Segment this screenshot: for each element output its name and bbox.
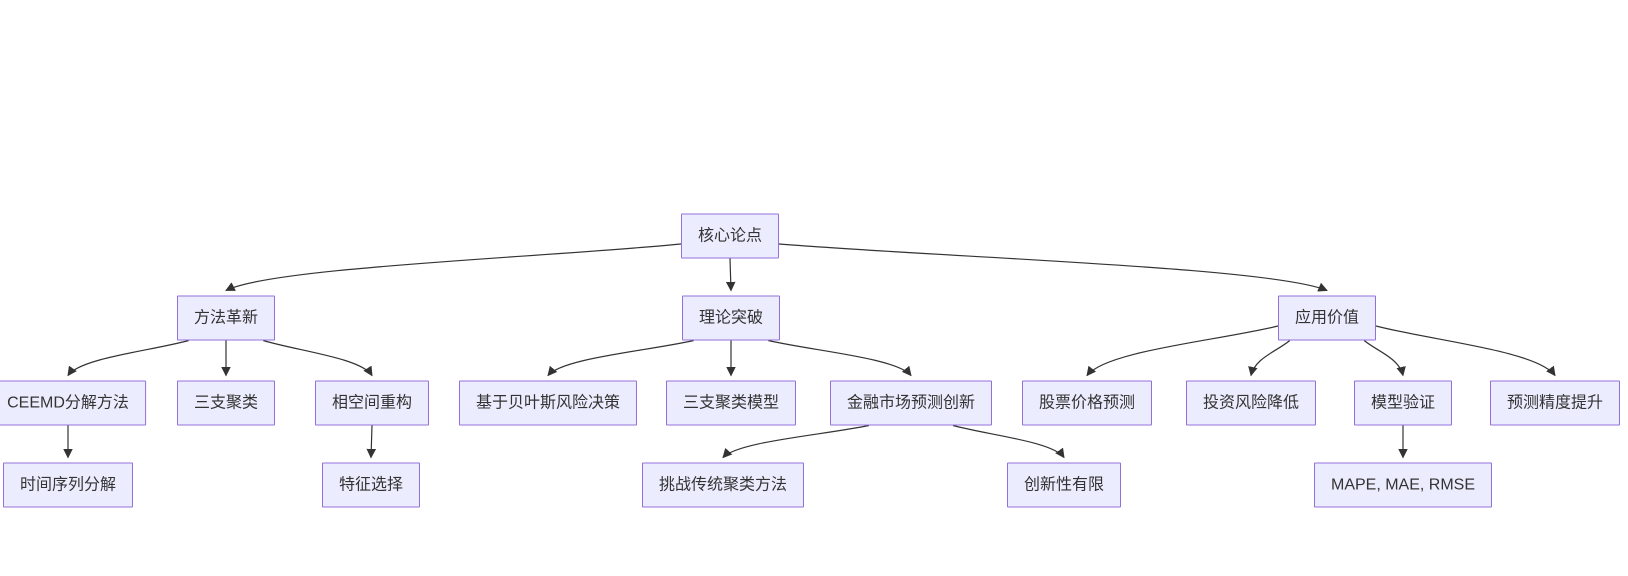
- node-theory: 理论突破: [681, 295, 781, 341]
- edge-application-stock: [1086, 325, 1279, 377]
- node-phase-space: 相空间重构: [314, 380, 430, 426]
- edge-application-precision: [1375, 325, 1556, 377]
- node-application: 应用价值: [1277, 295, 1377, 341]
- edge-application-risk: [1248, 340, 1291, 377]
- node-risk: 投资风险降低: [1185, 380, 1317, 426]
- edge-phase-space-feature-selection: [366, 425, 377, 459]
- edge-theory-bayes: [547, 339, 694, 377]
- node-precision: 预测精度提升: [1489, 380, 1621, 426]
- edge-application-validation: [1363, 340, 1406, 377]
- node-ceemd: CEEMD分解方法: [0, 380, 146, 426]
- node-validation: 模型验证: [1353, 380, 1453, 426]
- edge-method-ceemd: [67, 339, 189, 377]
- edge-core-theory: [725, 258, 736, 292]
- edge-core-method: [225, 243, 682, 292]
- node-feature-selection: 特征选择: [321, 462, 421, 508]
- node-core: 核心论点: [680, 213, 780, 259]
- node-bayes: 基于贝叶斯风险决策: [458, 380, 638, 426]
- edge-method-phase-space: [263, 339, 373, 377]
- edge-fin-innovation-limited-innovation: [952, 424, 1065, 459]
- edge-core-application: [778, 243, 1328, 292]
- node-method: 方法革新: [176, 295, 276, 341]
- node-ts-decomposition: 时间序列分解: [2, 462, 134, 508]
- edge-group: [63, 243, 1556, 459]
- edge-theory-fin-innovation: [768, 339, 912, 377]
- node-fin-innovation: 金融市场预测创新: [829, 380, 993, 426]
- node-twc-model: 三支聚类模型: [665, 380, 797, 426]
- node-metrics: MAPE, MAE, RMSE: [1313, 462, 1493, 508]
- edge-fin-innovation-challenge: [722, 424, 870, 459]
- node-stock: 股票价格预测: [1021, 380, 1153, 426]
- node-three-way: 三支聚类: [176, 380, 276, 426]
- node-challenge: 挑战传统聚类方法: [641, 462, 805, 508]
- node-limited-innovation: 创新性有限: [1006, 462, 1122, 508]
